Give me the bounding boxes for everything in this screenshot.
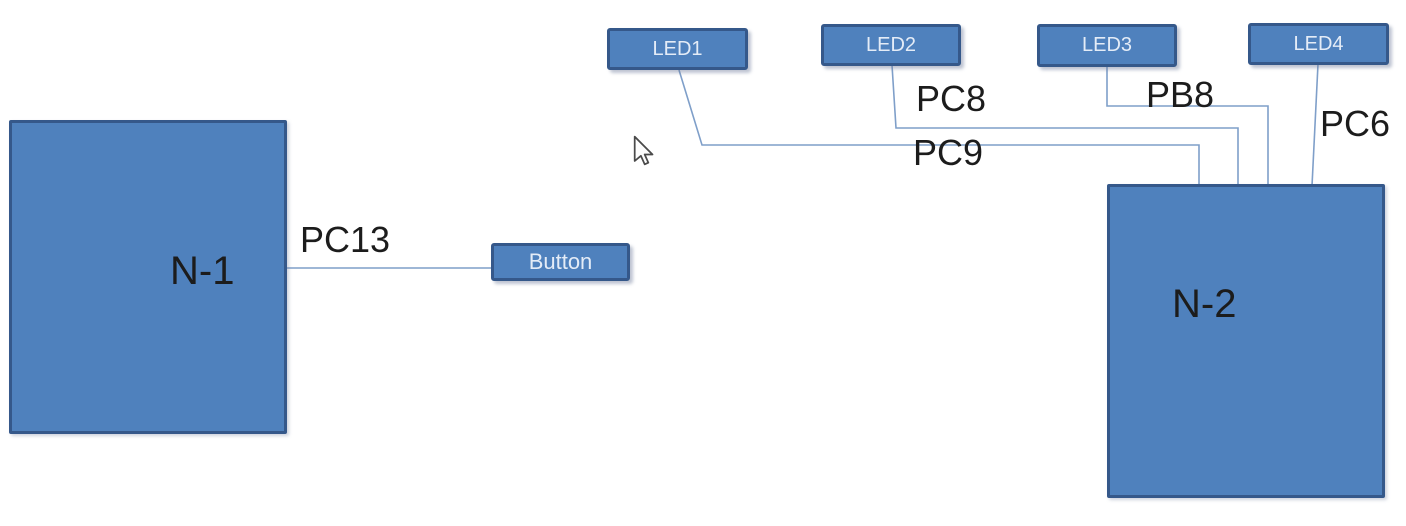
pin-label-pc8[interactable]: PC8 [916,78,987,119]
wire-led4-n2-pc6[interactable] [1311,63,1319,187]
node-n2-label: N-2 [1172,282,1237,326]
node-n1-label: N-1 [170,249,235,293]
pin-label-pc13[interactable]: PC13 [300,219,391,260]
pin-label-pc9[interactable]: PC9 [913,132,984,173]
button-shape[interactable]: Button [491,243,630,281]
led1-box[interactable]: LED1 [607,28,748,70]
pin-label-pc6[interactable]: PC6 [1320,103,1391,144]
node-n2[interactable]: N-2 [1107,184,1385,498]
led2-box[interactable]: LED2 [821,24,961,66]
wire-led3-n2-pb8[interactable] [1106,66,1269,186]
wire-led1-n2-pc9[interactable] [678,69,1200,186]
led4-label: LED4 [1293,32,1344,55]
arrow-cursor-icon [633,135,654,166]
node-n1[interactable]: N-1 [9,120,287,434]
wire-led2-n2-pc8[interactable] [891,64,1239,186]
led3-box[interactable]: LED3 [1037,24,1177,67]
pin-label-pb8[interactable]: PB8 [1146,74,1215,115]
led4-box[interactable]: LED4 [1248,23,1389,65]
button-label: Button [528,249,593,274]
led1-label: LED1 [652,37,703,60]
led2-label: LED2 [865,33,917,56]
led3-label: LED3 [1081,34,1133,56]
